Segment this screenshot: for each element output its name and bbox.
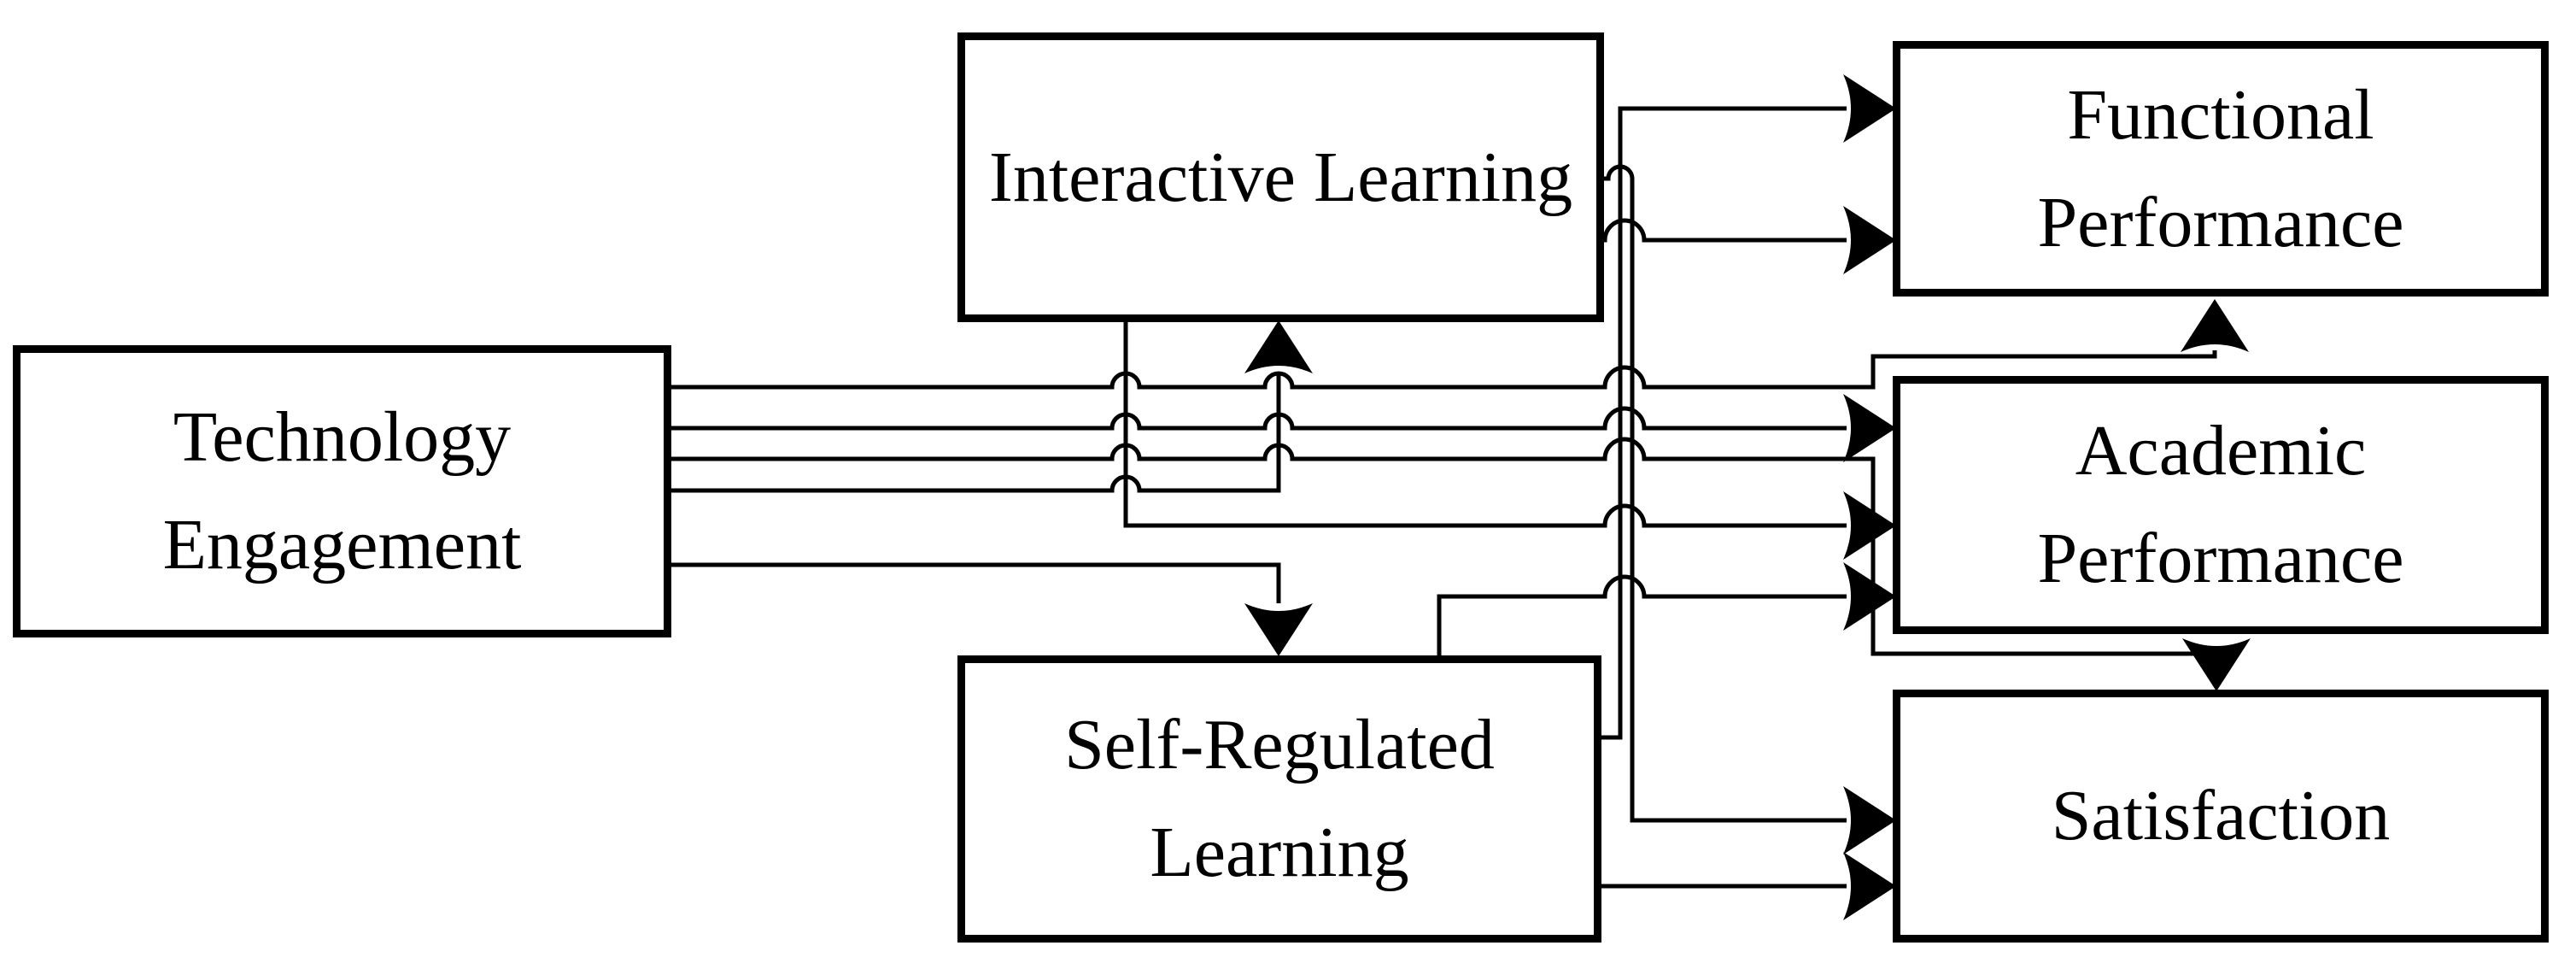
node-label-interactive-learning: Interactive Learning (988, 137, 1573, 217)
arrowhead-interactive-learning-to-functional-performance (1843, 206, 1896, 274)
node-academic-performance: Academic Performance (1893, 376, 2549, 634)
node-label-technology-engagement: Technology Engagement (162, 397, 522, 584)
node-technology-engagement: Technology Engagement (13, 345, 671, 637)
node-label-functional-performance: Functional Performance (2037, 74, 2404, 262)
edge-technology-engagement-to-self-regulated-learning (671, 562, 1281, 603)
arrowhead-technology-engagement-to-self-regulated-learning (1244, 603, 1313, 656)
node-interactive-learning: Interactive Learning (957, 32, 1604, 322)
edge-self-regulated-learning-to-functional-performance (1601, 106, 1847, 740)
node-label-satisfaction: Satisfaction (2051, 776, 2391, 855)
arrowhead-self-regulated-learning-to-academic-performance (1843, 562, 1896, 631)
node-self-regulated-learning: Self-Regulated Learning (957, 655, 1601, 943)
node-satisfaction: Satisfaction (1893, 690, 2549, 943)
node-functional-performance: Functional Performance (1893, 41, 2549, 297)
node-label-self-regulated-learning: Self-Regulated Learning (1064, 705, 1495, 892)
arrowhead-self-regulated-learning-to-satisfaction (1843, 852, 1896, 920)
arrowhead-technology-engagement-to-academic-performance (1843, 394, 1896, 462)
arrowhead-technology-engagement-to-functional-performance (2181, 299, 2249, 352)
arrowhead-self-regulated-learning-to-functional-performance (1843, 74, 1896, 143)
edge-interactive-learning-to-academic-performance (1123, 322, 1847, 528)
edge-technology-engagement-to-interactive-learning (671, 373, 1281, 493)
node-label-academic-performance: Academic Performance (2037, 411, 2404, 598)
arrowhead-interactive-learning-to-academic-performance (1843, 491, 1896, 560)
arrowhead-interactive-learning-to-satisfaction (1843, 786, 1896, 855)
edge-interactive-learning-to-functional-performance (1602, 218, 1847, 243)
arrowhead-technology-engagement-to-satisfaction (2182, 638, 2251, 691)
edge-interactive-learning-to-satisfaction (1604, 164, 1847, 823)
arrowhead-technology-engagement-to-interactive-learning (1244, 320, 1313, 373)
edge-technology-engagement-to-academic-performance (671, 406, 1847, 431)
edge-self-regulated-learning-to-academic-performance (1437, 574, 1847, 655)
